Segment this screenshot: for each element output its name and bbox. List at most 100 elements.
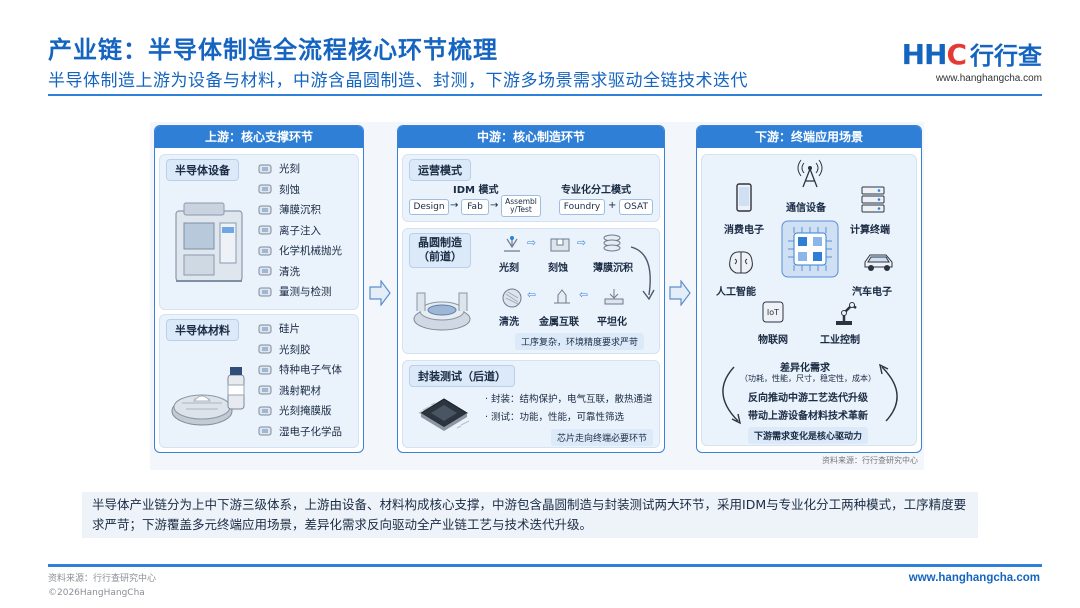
list-item: 量测与检测: [258, 284, 332, 299]
app-computing: 计算终端: [850, 225, 890, 236]
equipment-icon: [258, 205, 272, 214]
list-item-label: 溅射靶材: [279, 384, 321, 397]
list-item: 刻蚀: [258, 182, 300, 197]
page-title: 产业链：半导体制造全流程核心环节梳理: [48, 36, 498, 64]
operating-mode-panel: 运营模式 IDM 模式 Design → Fab → Assembly/Test…: [402, 154, 660, 222]
list-item: 薄膜沉积: [258, 202, 321, 217]
footer-url-link[interactable]: www.hanghangcha.com: [908, 572, 1040, 584]
list-item-label: 刻蚀: [279, 183, 300, 196]
ai-brain-icon: [729, 251, 753, 274]
package-tag: 封装测试（后道）: [409, 365, 515, 387]
need-detail: （功耗，性能，尺寸，稳定性，成本）: [740, 374, 876, 383]
metal-interconnect-icon: [554, 289, 570, 304]
robot-arm-icon: [836, 302, 857, 325]
list-item-label: 量测与检测: [279, 286, 332, 298]
summary-text: 半导体产业链分为上中下游三级体系，上游由设备、材料构成核心支撑，中游包含晶圆制造…: [82, 492, 978, 538]
footer-copyright: ©2026HangHangCha: [48, 588, 145, 598]
semiconductor-machine-icon: [175, 202, 243, 282]
list-item: 硅片: [258, 321, 300, 336]
industry-chain-diagram: 上游：核心支撑环节 半导体设备 光刻刻蚀薄膜沉积离子注入化学机械抛光清洗量测与检…: [150, 122, 924, 470]
split-plus: +: [608, 200, 617, 211]
list-item-label: 薄膜沉积: [279, 204, 321, 216]
wafer-arrow-3: ⇦: [527, 289, 536, 301]
equipment-icon: [258, 287, 272, 296]
idm-step-assembly: Assembly/Test: [501, 195, 541, 217]
downstream-line-1: 反向推动中游工艺迭代升级: [748, 393, 868, 404]
flow-arrow-icon: [369, 280, 391, 306]
materials-tag: 半导体材料: [166, 319, 239, 341]
diagram-source: 资料来源：行行查研究中心: [822, 456, 918, 465]
planarization-icon: [604, 289, 624, 305]
split-title: 专业化分工模式: [561, 185, 631, 196]
wafer-step-deposition: 薄膜沉积: [593, 263, 633, 274]
idm-title: IDM 模式: [453, 185, 499, 196]
idm-step-design: Design: [409, 199, 449, 215]
list-item-label: 离子注入: [279, 224, 321, 237]
package-panel: 封装测试（后道） · 封装：结构保护，电气互联，散热通道 · 测试：功能，性能，…: [402, 360, 660, 448]
material-icon: [258, 365, 272, 374]
etching-icon: [550, 238, 570, 252]
material-icon: [258, 385, 272, 395]
list-item-label: 光刻: [279, 163, 300, 175]
mode-tag: 运营模式: [409, 159, 471, 181]
app-ai: 人工智能: [716, 287, 756, 298]
material-icon: [258, 324, 272, 333]
wafer-step-planarization: 平坦化: [597, 317, 627, 328]
list-item: 溅射靶材: [258, 383, 321, 398]
wafer-arrow-4: ⇦: [579, 289, 588, 301]
list-item-label: 化学机械抛光: [279, 245, 342, 257]
list-item: 光刻: [258, 161, 300, 176]
wafer-panel: 晶圆制造 （前道） ⇨ ⇨ 光刻 刻蚀 薄膜沉积: [402, 228, 660, 354]
list-item: 特种电子气体: [258, 362, 342, 377]
app-automotive: 汽车电子: [852, 287, 892, 298]
idm-step-fab: Fab: [461, 199, 489, 215]
list-item-label: 光刻胶: [279, 343, 311, 356]
list-item: 光刻掩膜版: [258, 403, 332, 418]
downstream-head: 下游：终端应用场景: [697, 126, 921, 148]
signal-tower-icon: [797, 159, 823, 188]
smartphone-icon: [736, 183, 752, 212]
package-note: 芯片走向终端必要环节: [551, 429, 654, 446]
equipment-icon: [258, 225, 272, 235]
logo-text: 行行查: [970, 42, 1042, 70]
materials-panel: 半导体材料 硅片光刻胶特种电子气体溅射靶材光刻掩膜版湿电子化学品: [159, 314, 359, 448]
wafer-and-bottle-icon: [171, 367, 245, 426]
svg-text:IoT: IoT: [767, 308, 779, 317]
wafer-chamber-icon: [413, 292, 471, 331]
footer-source: 资料来源：行行查研究中心: [48, 574, 157, 584]
idm-arrow-1: →: [450, 200, 459, 211]
car-icon: [864, 254, 893, 271]
downstream-note: 下游需求变化是核心驱动力: [748, 427, 869, 444]
list-item-label: 特种电子气体: [279, 364, 342, 376]
downstream-column: 下游：终端应用场景 消费电子 通信设备 计算终端 人工智能 汽车电子 IoT 物…: [696, 125, 922, 453]
feedback-cycle-icon: [722, 363, 898, 425]
downstream-line-2: 带动上游设备材料技术革新: [748, 411, 868, 422]
material-icon: [258, 426, 272, 436]
logo-mark: HHC: [901, 38, 967, 71]
equipment-icon: [258, 246, 272, 255]
wafer-arrow-2: ⇨: [577, 237, 586, 249]
wafer-arrow-1: ⇨: [527, 237, 536, 249]
list-item: 离子注入: [258, 223, 321, 238]
need-title: 差异化需求: [780, 363, 830, 374]
wafer-step-lithography: 光刻: [499, 263, 519, 274]
list-item: 光刻胶: [258, 342, 311, 357]
equipment-icon: [258, 266, 272, 276]
wafer-step-interconnect: 金属互联: [539, 317, 579, 328]
upstream-head: 上游：核心支撑环节: [155, 126, 363, 148]
wafer-step-etching: 刻蚀: [548, 263, 568, 274]
page-subtitle: 半导体制造上游为设备与材料，中游含晶圆制造、封测，下游多场景需求驱动全链技术迭代: [48, 71, 748, 91]
list-item: 化学机械抛光: [258, 243, 342, 258]
applications-panel: 消费电子 通信设备 计算终端 人工智能 汽车电子 IoT 物联网 工业控制 差异…: [701, 154, 917, 446]
central-chip-icon: [781, 220, 839, 278]
list-item: 湿电子化学品: [258, 424, 342, 439]
equipment-icon: [258, 164, 272, 173]
list-item-label: 湿电子化学品: [279, 425, 342, 438]
split-foundry: Foundry: [559, 199, 605, 215]
equipment-icon: [258, 184, 272, 194]
list-item: 清洗: [258, 264, 300, 279]
package-line-1: · 封装：结构保护，电气互联，散热通道: [485, 394, 653, 405]
app-consumer-electronics: 消费电子: [724, 225, 764, 236]
app-iot: 物联网: [758, 335, 788, 346]
